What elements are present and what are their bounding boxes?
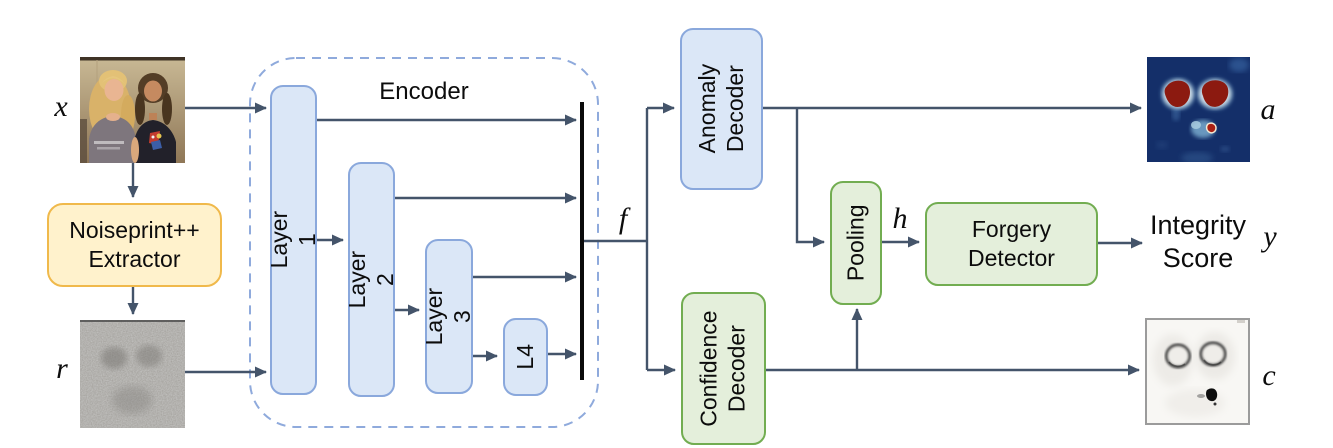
confidence-c-label: c bbox=[1262, 359, 1276, 392]
anomaly-map bbox=[1147, 57, 1250, 162]
confidence-ring-right bbox=[1199, 341, 1227, 367]
anomaly-a-label: a bbox=[1260, 93, 1276, 126]
forgery-detector-label: Forgery Detector bbox=[968, 216, 1055, 271]
forgery-detector-node: Forgery Detector bbox=[925, 202, 1098, 286]
layer3-label: Layer 3 bbox=[421, 287, 476, 346]
pooling-label: Pooling bbox=[842, 204, 869, 282]
confidence-dark-blob bbox=[1197, 388, 1218, 406]
noiseprint-map bbox=[80, 320, 185, 428]
anomaly-blob-small bbox=[1191, 120, 1217, 138]
noiseprint-extractor-node: Noiseprint++ Extractor bbox=[47, 203, 222, 287]
anomaly-decoder-label: Anomaly Decoder bbox=[693, 64, 748, 154]
confidence-ring-left bbox=[1164, 343, 1192, 369]
integrity-score-label: Integrity Score bbox=[1149, 210, 1247, 273]
encoder-layer4-node: L4 bbox=[503, 318, 548, 396]
person-right bbox=[131, 73, 176, 163]
features-f-label: f bbox=[618, 202, 628, 235]
confidence-decoder-label: Confidence Decoder bbox=[695, 310, 750, 427]
person-left bbox=[89, 70, 136, 163]
noiseprint-r-label: r bbox=[56, 352, 68, 385]
encoder-title: Encoder bbox=[379, 78, 469, 105]
anomaly-decoder-node: Anomaly Decoder bbox=[680, 28, 763, 190]
encoder-layer1-node: Layer 1 bbox=[266, 85, 320, 395]
anomaly-blob-right bbox=[1197, 78, 1233, 110]
anomaly-blob-left bbox=[1161, 78, 1195, 110]
encoder-layer3-node: Layer 3 bbox=[421, 239, 475, 394]
confidence-decoder-node: Confidence Decoder bbox=[681, 292, 766, 445]
confidence-map bbox=[1145, 318, 1250, 425]
layer1-label: Layer 1 bbox=[265, 211, 320, 269]
encoder-boundary bbox=[249, 57, 599, 428]
input-photo bbox=[80, 57, 185, 163]
noiseprint-extractor-label: Noiseprint++ Extractor bbox=[69, 217, 200, 272]
layer2-label: Layer 2 bbox=[343, 250, 398, 309]
layer4-label: L4 bbox=[511, 344, 538, 370]
integrity-y-label: y bbox=[1263, 220, 1277, 253]
pooling-node: Pooling bbox=[830, 181, 882, 305]
input-x-label: x bbox=[54, 90, 68, 123]
encoder-layer2-node: Layer 2 bbox=[344, 162, 398, 397]
pooled-h-label: h bbox=[892, 202, 908, 235]
